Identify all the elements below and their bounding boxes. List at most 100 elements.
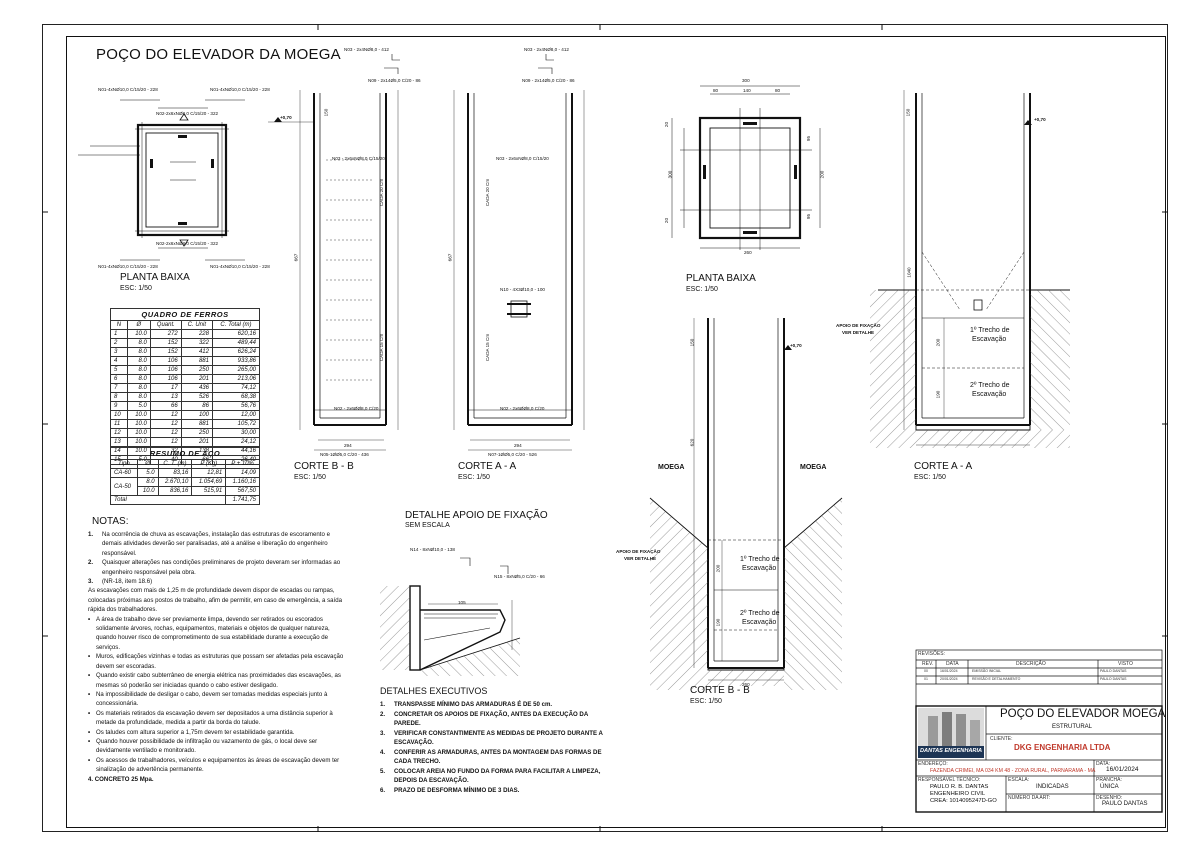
table-cell: 7	[110, 383, 128, 393]
dim-200-side: 200	[819, 170, 825, 179]
dim-200-aa-right: 200	[935, 338, 941, 347]
bar-n05: N05-1ØØ5,0 C/20 - 436	[320, 452, 369, 457]
table-cell: 10.0	[126, 428, 151, 438]
table-cell: 10.0	[126, 410, 151, 420]
table-cell: 66	[149, 401, 182, 411]
list-item-number: 3.	[88, 578, 94, 586]
table-cell: 86	[180, 401, 213, 411]
label-moega-left: MOEGA	[658, 464, 685, 471]
list-item-text: CONCRETAR OS APOIOS DE FIXAÇÃO, ANTES DA…	[394, 710, 588, 728]
bar-n14: N14 - 8xNØ10,0 - 138	[410, 547, 455, 552]
bar-n02-plan-top: N02-2x6xNØ8,0 C/15/20 - 322	[156, 111, 219, 116]
bullet-icon: •	[88, 709, 91, 717]
label-cada15-aa: CADA 15 Cm	[485, 333, 491, 362]
list-item-number: 5.	[380, 767, 386, 775]
table-row: 10.0 836,16 515,91 567,50	[111, 486, 260, 496]
data-value: 16/01/2024	[1106, 766, 1139, 773]
rev-header-rev: REV.	[922, 661, 934, 667]
table-cell: 201	[180, 437, 213, 447]
table-cell: 10.0	[126, 419, 151, 429]
level-corte-bb-left: +0,70	[280, 115, 292, 120]
table-cell: 12	[149, 428, 182, 438]
table-cell: 8.0	[126, 365, 151, 375]
list-item-text: Quando existir cabo subterrâneo de energ…	[96, 672, 341, 689]
table-row-total: Total 1.741,75	[109, 495, 260, 505]
view-title-detalhe: DETALHE APOIO DE FIXAÇÃO	[405, 510, 548, 521]
table-cell: 5.0	[126, 401, 151, 411]
notes-bullets: •A área de trabalho deve ser previamente…	[88, 615, 350, 775]
dim-80-left: 80	[713, 88, 719, 93]
list-item: 1.TRANSPASSE MÍNIMO DAS ARMADURAS É DE 5…	[380, 700, 610, 710]
dim-300-side: 300	[667, 170, 673, 179]
list-item-text: CONFERIR AS ARMADURAS, ANTES DA MONTAGEM…	[394, 748, 602, 766]
cliente-value: DKG ENGENHARIA LTDA	[1014, 743, 1111, 752]
bar-n10: N10 - 4X3Ø10,0 - 100	[500, 287, 545, 292]
rev-row-1-desc: REVISÃO E DETALHAMENTO	[972, 677, 1021, 681]
dim-667-aa: 667	[447, 253, 453, 262]
table-cell: 2	[110, 338, 128, 348]
detalhes-items: 1.TRANSPASSE MÍNIMO DAS ARMADURAS É DE 5…	[380, 700, 610, 795]
view-title-corte-bb-right: CORTE B - B	[690, 685, 750, 696]
dim-667-bb: 667	[293, 253, 299, 262]
rev-header-data: DATA	[946, 661, 959, 667]
endereco-value: FAZENDA CRIMEI, MA 034 KM 48 - ZONA RURA…	[930, 768, 1096, 774]
view-scale-planta-baixa-right: ESC: 1/50	[686, 286, 718, 293]
view-scale-detalhe: SEM ESCALA	[405, 522, 450, 529]
list-item-number: 6.	[380, 786, 386, 794]
carimbo-subtitle: ESTRUTURAL	[1052, 724, 1093, 730]
list-item-number: 3.	[380, 729, 386, 737]
table-cell: 620,16	[211, 329, 261, 339]
bullet-icon: •	[88, 615, 91, 623]
quadro-ferros-title: QUADRO DE FERROS	[110, 308, 260, 321]
resumo-aco-table: RESUMO DE AÇO Tipo Ø C. T. (m) P (Kg) P …	[109, 447, 260, 505]
rev-row-1-visto: PAULO DANTAS	[1100, 677, 1127, 681]
dim-140: 140	[743, 88, 751, 93]
qf-header-n: N	[110, 320, 128, 330]
table-cell: 8.0	[126, 374, 151, 384]
table-cell: 5.0	[136, 468, 159, 478]
escala-label: ESCALA:	[1008, 777, 1030, 783]
detalhe-apoio	[380, 557, 521, 676]
rev-row-0-visto: PAULO DANTAS	[1100, 669, 1127, 673]
table-cell: 526	[180, 392, 213, 402]
table-cell: 68,38	[211, 392, 261, 402]
total-label: Total	[109, 495, 227, 505]
bar-n02-cut-bb: N02 - 2x6ØØ8,0 C/20	[334, 406, 379, 411]
bar-n03-cut-aa: N03 - 2x6xNØ8,0 C/15/20	[496, 156, 549, 161]
table-cell: 9	[110, 401, 128, 411]
notes-block: 1.Na ocorrência de chuva as escavações, …	[88, 530, 350, 784]
table-cell: 12	[149, 437, 182, 447]
table-cell: 12	[149, 419, 182, 429]
dim-260: 260	[744, 250, 752, 255]
table-cell: 14,09	[225, 468, 260, 478]
table-cell: 24,12	[211, 437, 261, 447]
resp-title: ENGENHEIRO CIVIL	[930, 791, 986, 797]
bar-n03-cut-bb: N03 - 2x6xNØ8,0 C/15/20	[332, 156, 385, 161]
title-block-lines	[915, 649, 1163, 813]
dim-300-top: 300	[742, 78, 750, 83]
bar-n09-right: N09 - 2x14Ø5,0 C/20 - 86	[522, 78, 575, 83]
list-item-text: TRANSPASSE MÍNIMO DAS ARMADURAS É DE 50 …	[394, 701, 553, 708]
table-cell: 8.0	[126, 383, 151, 393]
table-cell: 10.0	[136, 486, 159, 496]
table-cell: CA-50	[110, 477, 138, 496]
list-item-text: Os materiais retirados da escavação deve…	[96, 709, 333, 727]
level-corte-aa-right: +0,70	[1034, 117, 1046, 122]
bar-n02-cut-aa: N02 - 2x6ØØ8,0 C/20	[500, 406, 545, 411]
trecho1-bb-sub: Escavação	[742, 565, 777, 572]
table-cell: 8.0	[136, 477, 159, 487]
table-cell: 836,16	[157, 486, 193, 496]
bullet-icon: •	[88, 653, 91, 661]
sheet-outer-border	[42, 24, 1168, 832]
list-item: 4.CONFERIR AS ARMADURAS, ANTES DA MONTAG…	[380, 748, 610, 767]
ra-header-diam: Ø	[136, 459, 159, 469]
view-scale-corte-bb-right: ESC: 1/50	[690, 698, 722, 705]
table-cell: 250	[180, 365, 213, 375]
prancha-value: ÚNICA	[1100, 784, 1119, 790]
table-cell: 74,12	[211, 383, 261, 393]
